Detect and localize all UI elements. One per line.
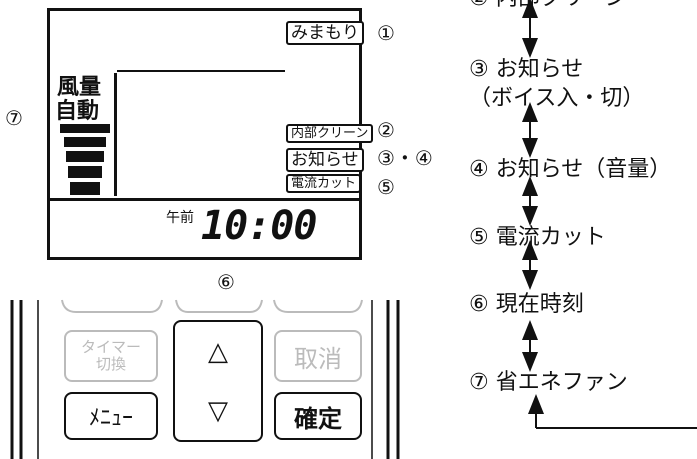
callout-3-4: ③・④ <box>377 146 433 170</box>
callout-2: ② <box>377 118 395 142</box>
menu-label: ﾒﾆｭｰ <box>88 406 133 431</box>
flow-step-6: ⑥ 現在時刻 <box>469 292 584 317</box>
flow-step-4: ④ お知らせ（音量） <box>469 157 672 182</box>
cancel-label: 取消 <box>294 344 342 373</box>
lcd-divider-top <box>117 70 285 72</box>
cancel-button[interactable]: 取消 <box>274 330 362 382</box>
tag-oshirase: お知らせ <box>286 148 364 172</box>
fan-level-divider <box>114 73 117 196</box>
callout-1: ① <box>377 21 395 45</box>
up-arrow-icon[interactable]: △ <box>208 336 228 367</box>
fan-speed-label: 風量 <box>57 75 102 100</box>
timer-switch-button[interactable]: タイマー 切換 <box>64 330 158 382</box>
timer-label-2: 切換 <box>95 355 126 373</box>
confirm-button[interactable]: 確定 <box>274 392 362 440</box>
down-arrow-icon[interactable]: ▽ <box>208 395 228 426</box>
flow-step-2: ② 内部クリーン <box>469 0 627 12</box>
fan-auto-label: 自動 <box>55 99 100 124</box>
callout-6: ⑥ <box>217 270 235 294</box>
up-down-button[interactable]: △ ▽ <box>173 320 263 442</box>
confirm-label: 確定 <box>294 404 342 433</box>
tag-naibu-clean: 内部クリーン <box>286 124 374 143</box>
lcd-divider-bottom <box>50 198 359 201</box>
fan-level-bars <box>60 124 110 196</box>
menu-button[interactable]: ﾒﾆｭｰ <box>64 392 158 440</box>
flow-step-7: ⑦ 省エネファン <box>469 370 628 395</box>
flow-step-3-sub: （ボイス入・切） <box>469 86 645 111</box>
callout-7: ⑦ <box>5 106 23 130</box>
timer-label-1: タイマー <box>80 338 141 356</box>
tag-denryu-cut: 電流カット <box>286 174 362 193</box>
callout-5: ⑤ <box>377 175 395 199</box>
flow-step-5: ⑤ 電流カット <box>469 225 606 250</box>
flow-step-3: ③ お知らせ <box>469 57 584 82</box>
time-display: 10:00 <box>201 203 317 249</box>
am-label: 午前 <box>166 210 194 226</box>
tag-mimamori: みまもり <box>286 21 364 45</box>
